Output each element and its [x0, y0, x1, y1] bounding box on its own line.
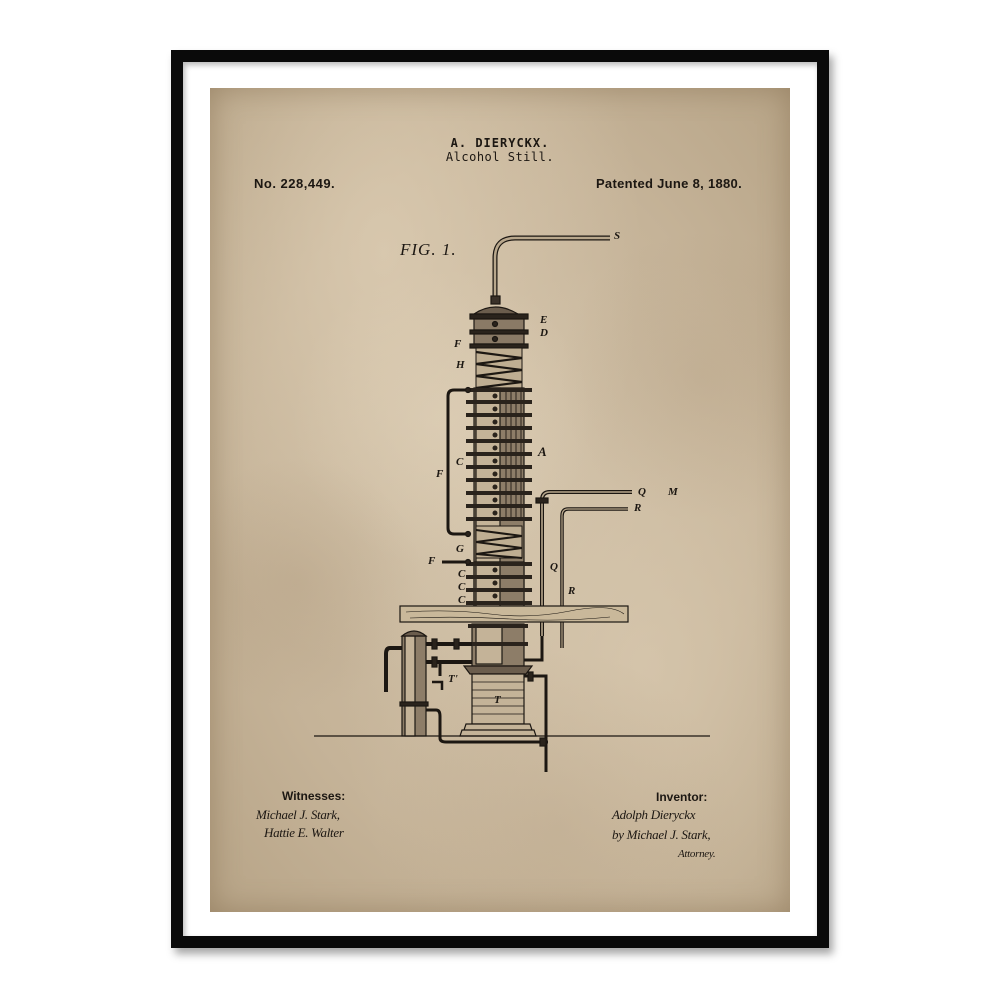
- patent-date: Patented June 8, 1880.: [595, 176, 742, 191]
- part-label-h: H: [456, 359, 465, 371]
- picture-frame: A. DIERYCKX. Alcohol Still. No. 228,449.…: [171, 50, 829, 948]
- part-label-f-left: F: [436, 468, 444, 480]
- attorney-role: Attorney.: [678, 848, 716, 860]
- part-label-e: E: [540, 314, 548, 326]
- inventor-heading: Inventor:: [656, 790, 708, 804]
- witness-signature-1: Michael J. Stark,: [256, 807, 340, 822]
- part-label-g: G: [456, 543, 464, 555]
- part-label-q-side: Q: [550, 561, 558, 573]
- attorney-by-line: by Michael J. Stark,: [612, 827, 711, 842]
- part-label-m: M: [668, 486, 678, 498]
- part-label-f-top: F: [454, 338, 462, 350]
- part-label-a: A: [538, 444, 547, 459]
- part-label-c1: C: [458, 568, 466, 580]
- part-label-c2: C: [458, 581, 466, 593]
- patent-title: Alcohol Still.: [445, 150, 555, 164]
- part-label-f-low: F: [428, 555, 436, 567]
- part-label-t: T: [494, 694, 501, 706]
- alcohol-still-illustration: [314, 235, 710, 772]
- patent-print: A. DIERYCKX. Alcohol Still. No. 228,449.…: [210, 88, 790, 912]
- part-label-q-top: Q: [638, 486, 646, 498]
- part-label-c-mid: C: [456, 456, 464, 468]
- part-label-s: S: [614, 230, 621, 242]
- witnesses-heading: Witnesses:: [282, 789, 346, 803]
- witness-signature-2: Hattie E. Walter: [264, 825, 344, 840]
- part-label-r-side: R: [568, 585, 576, 597]
- frame-mat: A. DIERYCKX. Alcohol Still. No. 228,449.…: [183, 62, 817, 936]
- part-label-t-prime: T': [448, 673, 458, 685]
- part-label-c3: C: [458, 594, 466, 606]
- inventor-name-header: A. DIERYCKX.: [450, 136, 550, 150]
- part-label-d: D: [540, 327, 548, 339]
- figure-label: FIG. 1.: [400, 240, 457, 259]
- inventor-signature: Adolph Dieryckx: [612, 807, 696, 822]
- part-label-r-top: R: [634, 502, 642, 514]
- patent-number: No. 228,449.: [254, 176, 336, 191]
